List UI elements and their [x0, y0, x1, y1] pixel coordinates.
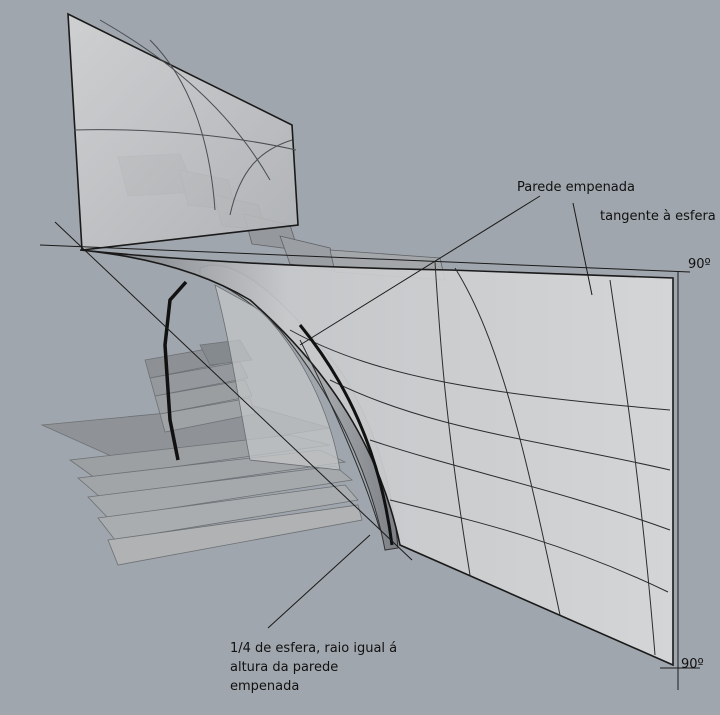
back-wall-curve	[229, 139, 293, 216]
back-wall-curve	[149, 39, 216, 211]
lower-step	[87, 465, 353, 519]
label-tangent: tangente à esfera	[600, 209, 716, 224]
horizon-line	[39, 244, 691, 273]
label-warped-wall: Parede empenada	[517, 180, 635, 195]
leader-warped-wall	[299, 195, 541, 346]
label-sphere-3: empenada	[230, 679, 299, 694]
lower-step-front	[107, 504, 363, 566]
warped-wall-grid	[289, 261, 671, 656]
label-sphere-2: altura da parede	[230, 660, 338, 675]
handrail	[163, 280, 188, 461]
leader-sphere	[267, 534, 371, 629]
back-wall-curve	[99, 19, 271, 181]
back-wall-curve	[73, 129, 297, 151]
label-angle-top: 90º	[688, 257, 711, 272]
leader-tangent	[572, 202, 593, 296]
label-angle-bottom: 90º	[681, 657, 704, 672]
reference-lines	[39, 195, 700, 690]
lower-step	[97, 484, 359, 541]
back-wall	[67, 12, 299, 251]
sphere-edge	[298, 324, 394, 546]
diagonal-line	[54, 221, 413, 561]
label-sphere-1: 1/4 de esfera, raio igual á	[230, 641, 397, 656]
sphere-inner-face	[214, 284, 341, 471]
